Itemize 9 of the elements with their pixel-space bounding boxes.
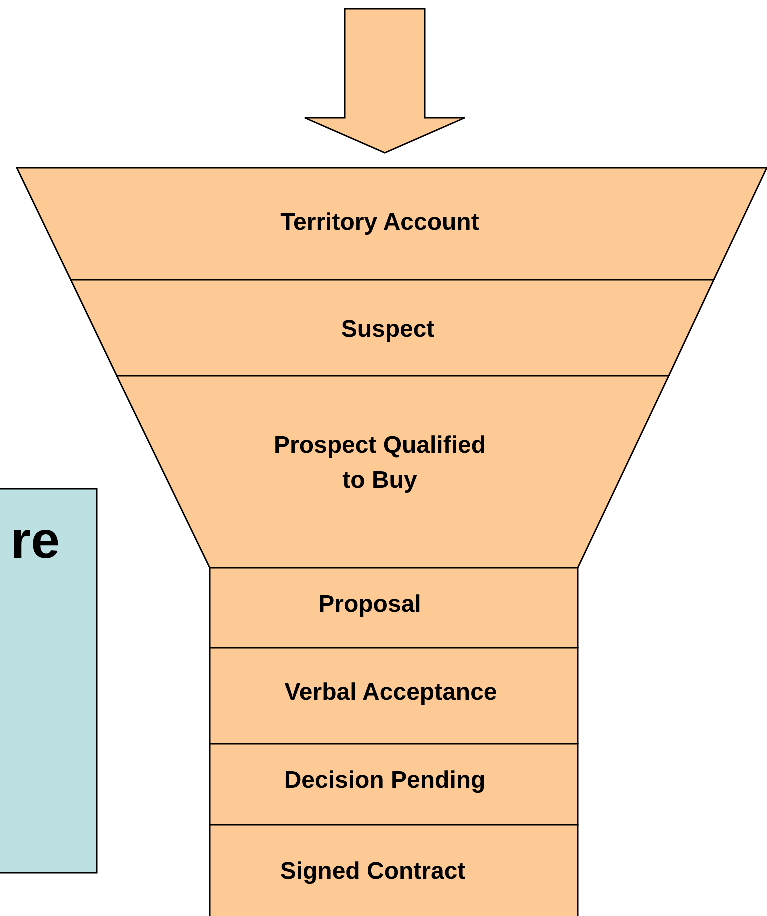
stage-label: Verbal Acceptance (284, 678, 498, 708)
stage-label: Proposal (318, 590, 422, 620)
stage-label: Signed Contract (279, 856, 467, 887)
stage-label: re (10, 513, 60, 570)
stage-label: Territory Account (280, 208, 480, 238)
stage-label: Prospect Qualified to Buy (272, 431, 488, 496)
block-arrow (304, 8, 466, 154)
stage-label: Decision Pending (283, 766, 487, 796)
stage-label: Suspect (340, 314, 436, 345)
